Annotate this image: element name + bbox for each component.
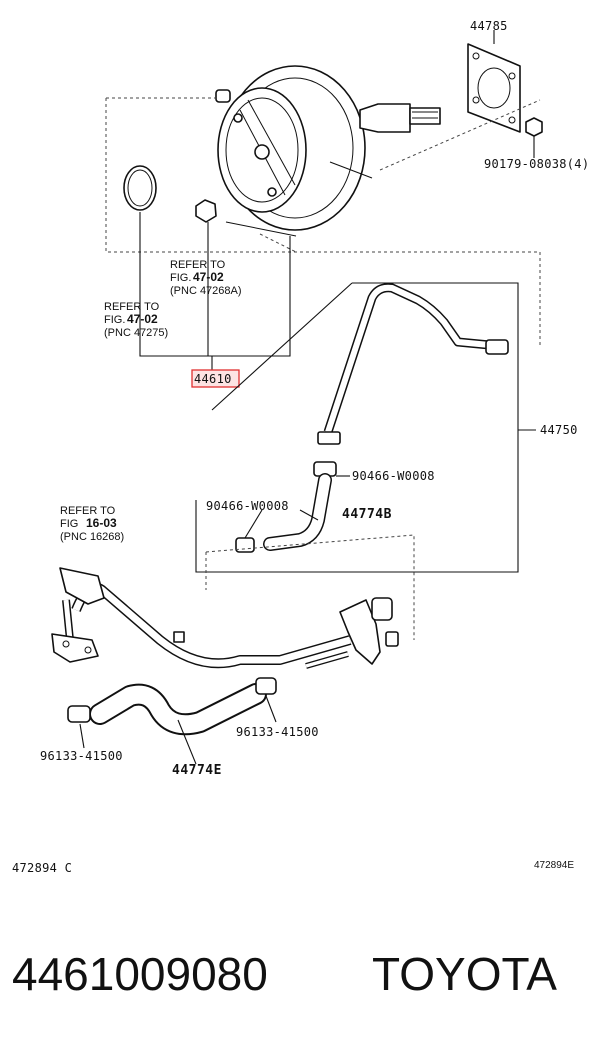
ref2-line2b[interactable]: 47-02 bbox=[127, 312, 158, 326]
label-90179-08038[interactable]: 90179-08038(4) bbox=[484, 157, 589, 171]
label-96133-41500-right[interactable]: 96133-41500 bbox=[236, 725, 319, 739]
ref1-line3: (PNC 47268A) bbox=[170, 285, 242, 297]
label-90466-w0008-right[interactable]: 90466-W0008 bbox=[352, 469, 435, 483]
part-number-title: 4461009080 bbox=[12, 948, 268, 1000]
ref3-line2b[interactable]: 16-03 bbox=[86, 516, 117, 530]
ref2-line1: REFER TO bbox=[104, 301, 160, 313]
label-44750[interactable]: 44750 bbox=[540, 423, 578, 437]
highlight-box-44610 bbox=[191, 369, 240, 388]
booster-nut-drawing bbox=[195, 199, 217, 223]
label-44610[interactable]: 44610 bbox=[194, 372, 232, 386]
brand-title: TOYOTA bbox=[372, 948, 557, 1000]
label-44774b[interactable]: 44774B bbox=[342, 507, 392, 522]
nut-90179-drawing bbox=[525, 117, 543, 137]
label-96133-41500-left[interactable]: 96133-41500 bbox=[40, 749, 123, 763]
ref1-line2a: FIG. bbox=[170, 272, 191, 284]
ref2-line2a: FIG. bbox=[104, 314, 125, 326]
ref2-line3: (PNC 47275) bbox=[104, 327, 168, 339]
brake-booster-drawing bbox=[215, 65, 441, 237]
lower-pipe-drawing bbox=[51, 567, 399, 669]
hose-44774b-drawing bbox=[235, 461, 337, 553]
label-44785[interactable]: 44785 bbox=[470, 19, 508, 33]
label-90466-w0008-left[interactable]: 90466-W0008 bbox=[206, 499, 289, 513]
hose-44774e-drawing bbox=[67, 677, 277, 736]
ref1-line1: REFER TO bbox=[170, 259, 226, 271]
o-ring-drawing bbox=[123, 165, 157, 211]
label-44774e[interactable]: 44774E bbox=[172, 763, 222, 778]
diagram-code-right: 472894E bbox=[534, 860, 574, 871]
ref3-line1: REFER TO bbox=[60, 505, 116, 517]
ref1-line2b[interactable]: 47-02 bbox=[193, 270, 224, 284]
ref3-line3: (PNC 16268) bbox=[60, 531, 124, 543]
gasket-44785-drawing bbox=[467, 43, 521, 133]
ref3-line2a: FIG bbox=[60, 518, 78, 530]
diagram-code-left: 472894 C bbox=[12, 861, 72, 875]
vacuum-pipe-drawing bbox=[317, 283, 509, 445]
